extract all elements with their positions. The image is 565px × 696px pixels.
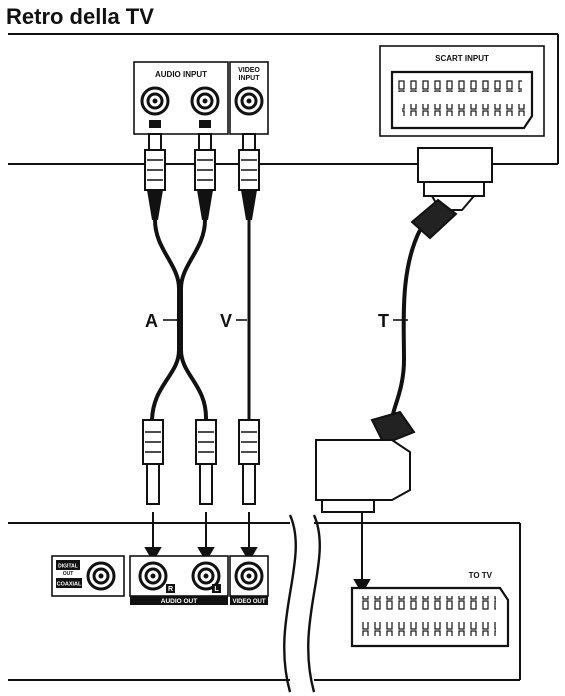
scart-plug-bottom bbox=[315, 410, 416, 513]
page-title: Retro della TV bbox=[6, 4, 154, 29]
video-input-label-line1: VIDEO bbox=[238, 67, 260, 74]
scart-cable bbox=[390, 229, 422, 421]
digital-out-label-line1: DIGITAL bbox=[58, 564, 78, 570]
scart-input-block: SCART INPUT bbox=[379, 45, 545, 137]
svg-text:A: A bbox=[145, 311, 158, 331]
audio-out-block: R L AUDIO OUT bbox=[129, 555, 229, 605]
svg-text:T: T bbox=[378, 311, 389, 331]
audio-plug-top-left bbox=[144, 133, 166, 220]
audio-out-left-mark: L bbox=[214, 586, 219, 593]
svg-text:V: V bbox=[220, 311, 232, 331]
audio-plug-top-right bbox=[194, 133, 216, 220]
cable-label-v: V bbox=[220, 311, 247, 331]
video-out-block: VIDEO OUT bbox=[229, 555, 269, 605]
audio-out-right-mark: R bbox=[168, 586, 173, 593]
to-tv-label: TO TV bbox=[469, 571, 493, 580]
to-tv-scart-block: TO TV bbox=[350, 571, 510, 648]
audio-out-label: AUDIO OUT bbox=[161, 598, 198, 605]
scart-plug-top bbox=[410, 147, 493, 240]
cable-label-a: A bbox=[145, 311, 177, 331]
video-input-label-line2: INPUT bbox=[239, 75, 261, 82]
audio-input-label: AUDIO INPUT bbox=[155, 70, 207, 79]
video-plug-bottom bbox=[238, 419, 260, 505]
player-rear-panel bbox=[8, 522, 521, 681]
audio-input-block: AUDIO INPUT bbox=[133, 61, 229, 135]
scart-input-label: SCART INPUT bbox=[435, 54, 489, 63]
digital-out-block: DIGITAL OUT COAXIAL bbox=[51, 555, 125, 597]
video-out-label: VIDEO OUT bbox=[232, 599, 265, 605]
coaxial-label: COAXIAL bbox=[57, 582, 82, 588]
video-input-block: VIDEO INPUT bbox=[229, 61, 269, 135]
panel-break bbox=[283, 514, 321, 693]
audio-plug-bottom-right bbox=[195, 419, 217, 505]
digital-out-label-line2: OUT bbox=[63, 571, 74, 577]
audio-plug-bottom-left bbox=[142, 419, 164, 505]
audio-cable bbox=[150, 219, 209, 421]
video-plug-top bbox=[238, 133, 260, 220]
